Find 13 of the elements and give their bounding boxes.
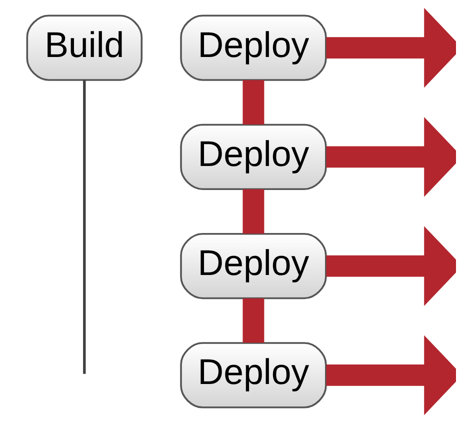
node-box: Deploy: [180, 14, 327, 81]
arrow: [326, 8, 456, 88]
node-box: Deploy: [180, 232, 327, 300]
arrow: [326, 335, 456, 415]
connector: [83, 80, 86, 374]
arrow: [326, 226, 456, 306]
connector: [242, 189, 264, 234]
arrow: [326, 116, 456, 197]
node-box: Deploy: [180, 124, 327, 190]
connector: [242, 80, 264, 125]
node-box: Deploy: [180, 342, 327, 408]
connector: [242, 298, 264, 343]
node-box: Build: [26, 14, 143, 81]
